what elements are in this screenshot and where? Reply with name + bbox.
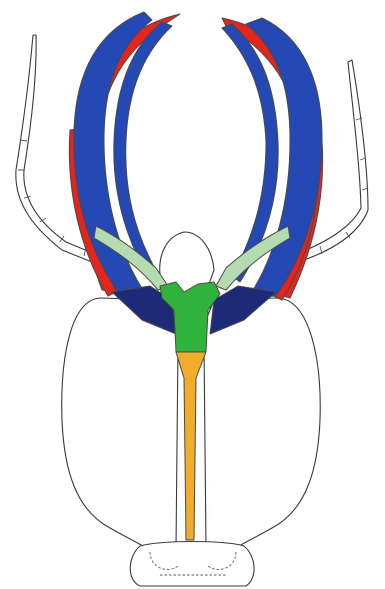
base-structure <box>130 542 254 587</box>
